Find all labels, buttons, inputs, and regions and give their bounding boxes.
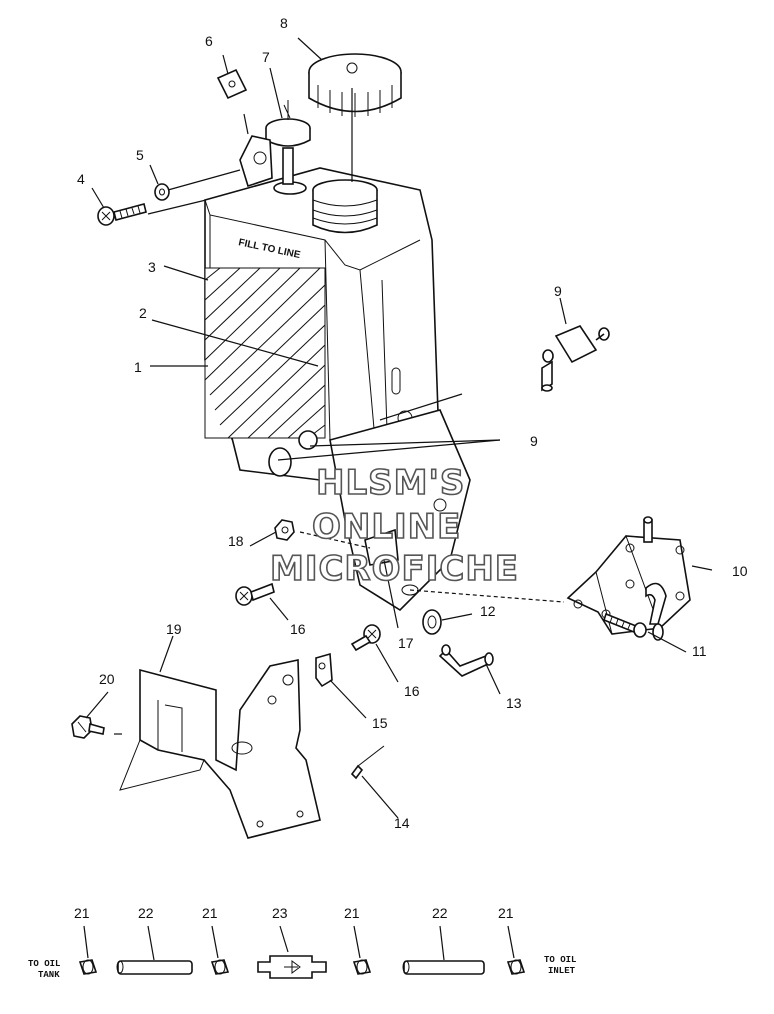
filler-cap — [308, 53, 402, 117]
callout-22-a: 22 — [138, 905, 154, 921]
callout-9-washers: 9 — [530, 433, 538, 449]
callout-4: 4 — [77, 171, 85, 187]
note-to-oil-tank-line2: TANK — [38, 970, 60, 980]
hose-22-b — [402, 960, 485, 975]
clamp-21-d — [506, 959, 526, 975]
screw-11 — [603, 612, 647, 638]
callout-21-b: 21 — [202, 905, 218, 921]
callout-15: 15 — [372, 715, 388, 731]
grommet-12 — [422, 609, 442, 635]
mounting-bracket-19 — [119, 659, 321, 839]
watermark-line2: ONLINE — [312, 507, 461, 547]
callout-21-c: 21 — [344, 905, 360, 921]
callout-8: 8 — [280, 15, 288, 31]
clamp-21-c — [352, 959, 372, 975]
callout-numbers: 6 7 8 5 4 3 2 1 9 9 10 11 12 13 14 15 16… — [74, 15, 748, 921]
callout-14: 14 — [394, 815, 410, 831]
hose-22-a — [116, 960, 193, 975]
nut-18 — [274, 519, 295, 541]
callout-12: 12 — [480, 603, 496, 619]
callout-16-lower: 16 — [404, 683, 420, 699]
callout-10: 10 — [732, 563, 748, 579]
callout-5: 5 — [136, 147, 144, 163]
callout-20: 20 — [99, 671, 115, 687]
tank-mount-tab — [239, 135, 273, 188]
screw-16-upper — [235, 582, 275, 606]
filter-23 — [257, 955, 327, 979]
screw-20 — [71, 715, 105, 739]
callout-11: 11 — [692, 643, 707, 659]
watermark-line1: HLSM'S — [316, 463, 465, 503]
note-to-oil-inlet-line1: TO OIL — [544, 955, 576, 965]
callout-21-a: 21 — [74, 905, 90, 921]
callout-23: 23 — [272, 905, 288, 921]
callout-16-upper: 16 — [290, 621, 306, 637]
elbow-fitting-13 — [438, 644, 494, 677]
hose-assembly: TO OIL TANK TO OIL INLET — [28, 925, 576, 980]
tank-label-hatch — [204, 267, 326, 439]
tank-lower-bracket — [329, 409, 471, 612]
fuel-pump — [566, 516, 691, 641]
callout-21-d: 21 — [498, 905, 514, 921]
shutoff-valve — [541, 325, 610, 392]
nut-6 — [216, 68, 248, 100]
clamp-21-b — [210, 959, 230, 975]
watermark-line3: MICROFICHE — [270, 549, 519, 589]
callout-13: 13 — [506, 695, 522, 711]
callout-9-valve: 9 — [554, 283, 562, 299]
callout-19: 19 — [166, 621, 182, 637]
callout-18: 18 — [228, 533, 244, 549]
callout-1: 1 — [134, 359, 142, 375]
callout-3: 3 — [148, 259, 156, 275]
callout-17: 17 — [398, 635, 414, 651]
washer-5 — [154, 183, 170, 201]
screw-16-lower — [350, 624, 381, 652]
fastener-14 — [350, 745, 385, 780]
callout-7: 7 — [262, 49, 270, 65]
oil-tank: FILL TO LINE — [204, 167, 441, 486]
dipstick — [265, 100, 311, 185]
callout-6: 6 — [205, 33, 213, 49]
callout-2: 2 — [139, 305, 147, 321]
screw-4 — [97, 203, 147, 226]
callout-22-b: 22 — [432, 905, 448, 921]
clip-15 — [315, 652, 333, 688]
leader-lines — [85, 37, 713, 819]
clamp-21-a — [78, 959, 98, 975]
note-to-oil-inlet-line2: INLET — [548, 966, 576, 976]
watermark: HLSM'S ONLINE MICROFICHE — [269, 462, 519, 590]
note-to-oil-tank-line1: TO OIL — [28, 959, 60, 969]
